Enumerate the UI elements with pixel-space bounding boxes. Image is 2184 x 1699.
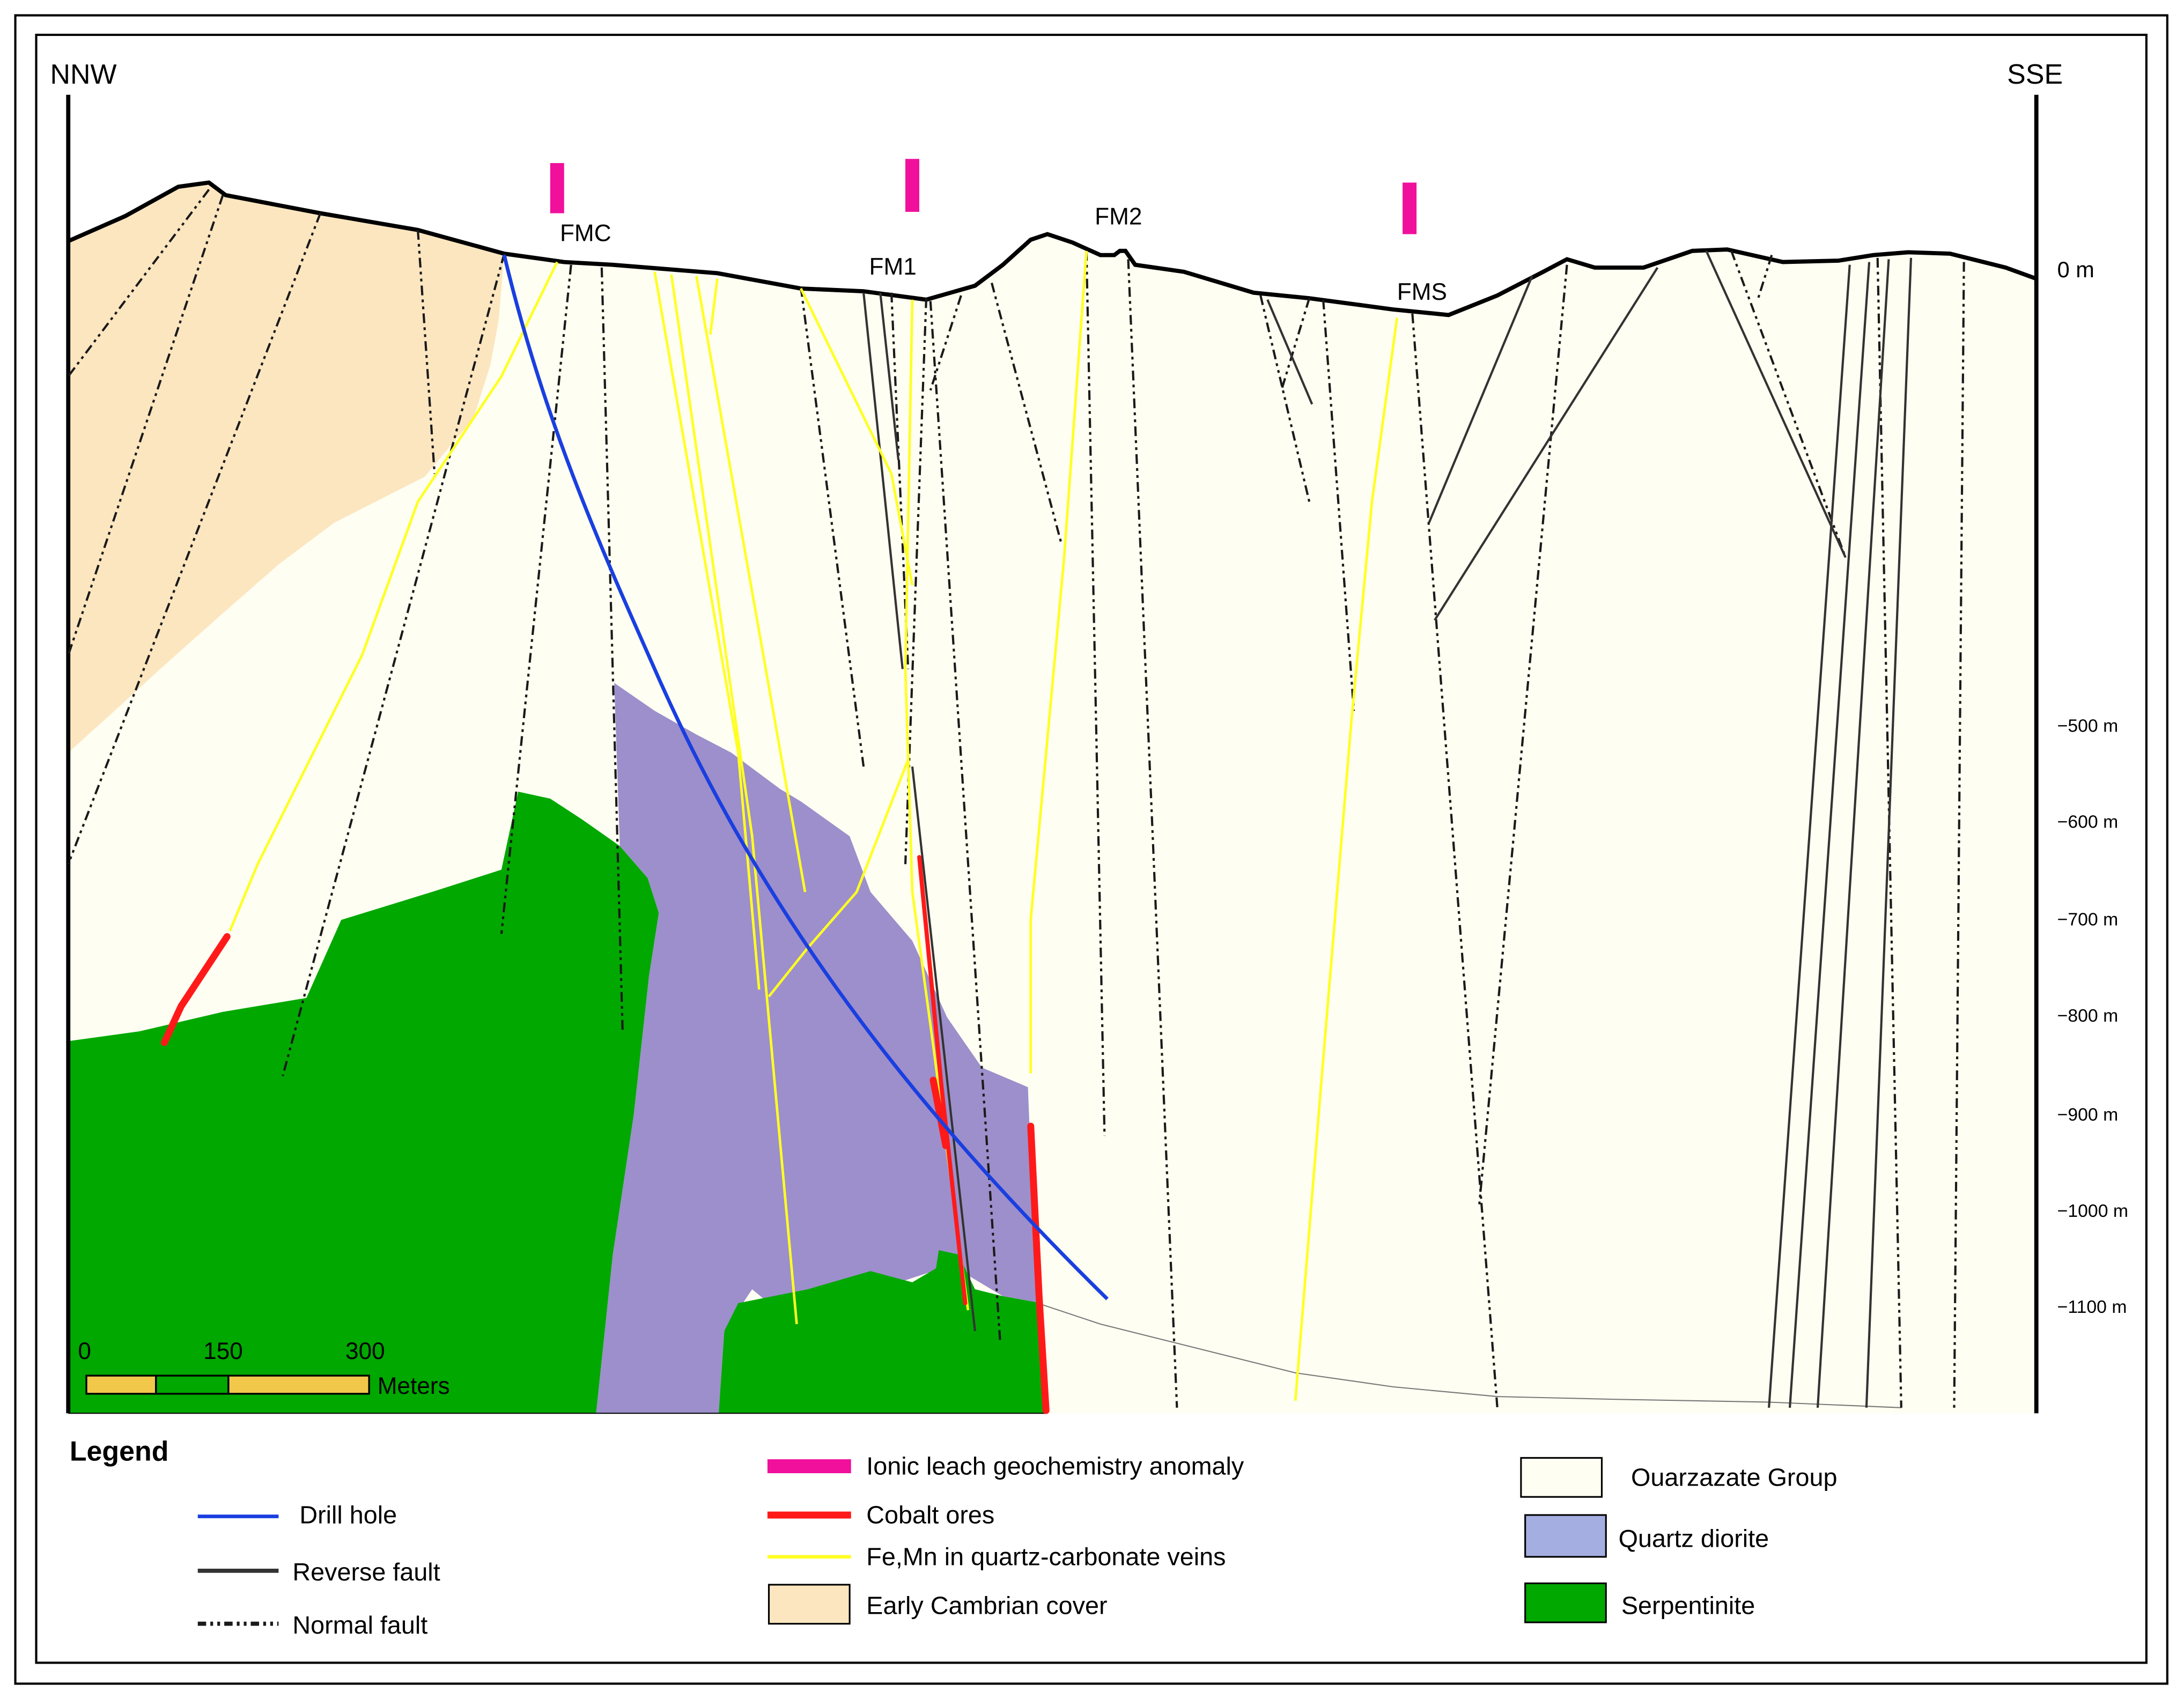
- legend-label-early-cambrian: Early Cambrian cover: [866, 1591, 1107, 1619]
- reverse-fault-line: [1865, 257, 1913, 1408]
- normal-fault-line: [991, 283, 1063, 544]
- normal-fault-line: [67, 212, 322, 865]
- normal-fault-line: [1280, 298, 1311, 391]
- reverse-fault-line: [911, 766, 976, 1332]
- vein-line: [1294, 317, 1399, 1401]
- normal-fault-line: [1757, 254, 1773, 300]
- vein-line: [1029, 250, 1088, 1074]
- depth-tick-label: −700 m: [2057, 910, 2119, 930]
- normal-fault-line: [1411, 313, 1499, 1408]
- reverse-fault-line: [879, 292, 900, 460]
- reverse-fault-line: [1705, 250, 1847, 558]
- scale-segment: [227, 1375, 370, 1395]
- site-label-fm1: FM1: [869, 254, 916, 280]
- scale-label-150: 150: [203, 1338, 243, 1364]
- depth-label-0: 0 m: [2057, 257, 2094, 282]
- unit-boundary: [1037, 1302, 1901, 1408]
- legend-label-drill-hole: Drill hole: [299, 1501, 397, 1529]
- cobalt-ores: [160, 855, 1050, 1414]
- legend-label-ionic-leach: Ionic leach geochemistry anomaly: [866, 1452, 1244, 1480]
- legend: Legend Drill hole Reverse fault Normal f…: [70, 1436, 1838, 1639]
- cross-section: [66, 94, 2039, 1414]
- cobalt-ore-fm1: [917, 855, 968, 1305]
- legend-title: Legend: [70, 1436, 169, 1467]
- quartz-diorite-unit: [596, 683, 1042, 1414]
- legend-swatch-serpentinite: [1524, 1582, 1607, 1623]
- cobalt-ore-fm1-b: [929, 1076, 949, 1149]
- depth-tick-label: −1100 m: [2057, 1297, 2127, 1317]
- normal-fault-line: [1085, 250, 1106, 1136]
- legend-label-ouarzazate: Ouarzazate Group: [1631, 1463, 1837, 1491]
- legend-label-reverse-fault: Reverse fault: [292, 1558, 440, 1586]
- legend-swatch-ouarzazate: [1520, 1457, 1603, 1498]
- normal-fault-line: [904, 298, 928, 865]
- legend-swatch-ionic-leach: [767, 1459, 851, 1473]
- scale-label-0: 0: [78, 1338, 91, 1364]
- scale-bar: 0 150 300 Meters: [78, 1338, 449, 1399]
- legend-label-serpentinite: Serpentinite: [1621, 1591, 1755, 1619]
- scale-segment: [155, 1375, 230, 1395]
- orientation-right: SSE: [2007, 59, 2063, 90]
- vein-line: [228, 261, 558, 932]
- site-label-fm2: FM2: [1095, 203, 1142, 230]
- anomaly-marker-fm1: [905, 159, 919, 212]
- site-label-fmc: FMC: [560, 220, 611, 247]
- scale-segment: [85, 1375, 157, 1395]
- serpentinite-west: [68, 792, 659, 1414]
- vein-line: [709, 278, 719, 335]
- reverse-fault-line: [1788, 262, 1871, 1408]
- scale-unit: Meters: [378, 1373, 450, 1399]
- depth-axis: 0 m −500 m −600 m −700 m −800 m −900 m −…: [2057, 257, 2128, 1317]
- depth-tick-label: −800 m: [2057, 1006, 2119, 1026]
- legend-swatch-quartz-diorite: [1524, 1514, 1607, 1558]
- normal-fault-line: [929, 301, 1001, 1341]
- normal-fault-line: [1730, 250, 1847, 558]
- legend-label-normal-fault: Normal fault: [292, 1611, 427, 1639]
- depth-tick-label: −900 m: [2057, 1104, 2119, 1125]
- vein-line: [695, 276, 807, 892]
- vein-line: [670, 274, 798, 1325]
- depth-tick-label: −1000 m: [2057, 1201, 2128, 1221]
- vein-line: [800, 287, 914, 586]
- depth-tick-label: −500 m: [2057, 715, 2119, 736]
- normal-fault-line: [1259, 295, 1311, 503]
- cobalt-ore-west: [160, 933, 231, 1046]
- scale-label-300: 300: [345, 1338, 385, 1364]
- orientation-left: NNW: [50, 59, 116, 90]
- reverse-fault-line: [1816, 259, 1890, 1408]
- reverse-fault-line: [1428, 275, 1533, 523]
- normal-fault-line: [67, 195, 224, 656]
- vein-line: [653, 271, 761, 990]
- cobalt-ore-east: [1027, 1122, 1050, 1414]
- early-cambrian-unit: [68, 182, 505, 753]
- ionic-leach-anomalies: [550, 159, 1417, 234]
- reverse-fault-line: [1434, 267, 1659, 621]
- drill-hole: [502, 254, 1109, 1301]
- reverse-fault-line: [1768, 264, 1851, 1408]
- anomaly-marker-fms: [1403, 182, 1417, 234]
- legend-label-cobalt: Cobalt ores: [866, 1501, 994, 1529]
- site-labels: FMC FM1 FM2 FMS: [560, 203, 1447, 305]
- normal-fault-line: [282, 253, 506, 1076]
- depth-tick-label: −600 m: [2057, 812, 2119, 832]
- normal-fault-line: [500, 264, 572, 934]
- normal-fault-line: [1478, 264, 1568, 1206]
- reverse-faults: [862, 250, 1913, 1408]
- normal-fault-line: [417, 230, 436, 474]
- normal-fault-line: [67, 189, 210, 377]
- site-label-fms: FMS: [1397, 279, 1447, 305]
- normal-fault-line: [1953, 262, 1965, 1408]
- reverse-fault-line: [1266, 299, 1314, 405]
- normal-fault-line: [929, 295, 962, 391]
- anomaly-marker-fmc: [550, 163, 564, 213]
- normal-fault-line: [1322, 299, 1355, 711]
- legend-label-quartz-diorite: Quartz diorite: [1619, 1525, 1769, 1553]
- normal-fault-line: [600, 267, 624, 1032]
- legend-swatch-early-cambrian: [768, 1584, 851, 1625]
- reverse-fault-line: [862, 292, 904, 669]
- legend-label-vein: Fe,Mn in quartz-carbonate veins: [866, 1542, 1226, 1570]
- inner-frame: [35, 33, 2148, 1664]
- vein-line: [768, 759, 910, 998]
